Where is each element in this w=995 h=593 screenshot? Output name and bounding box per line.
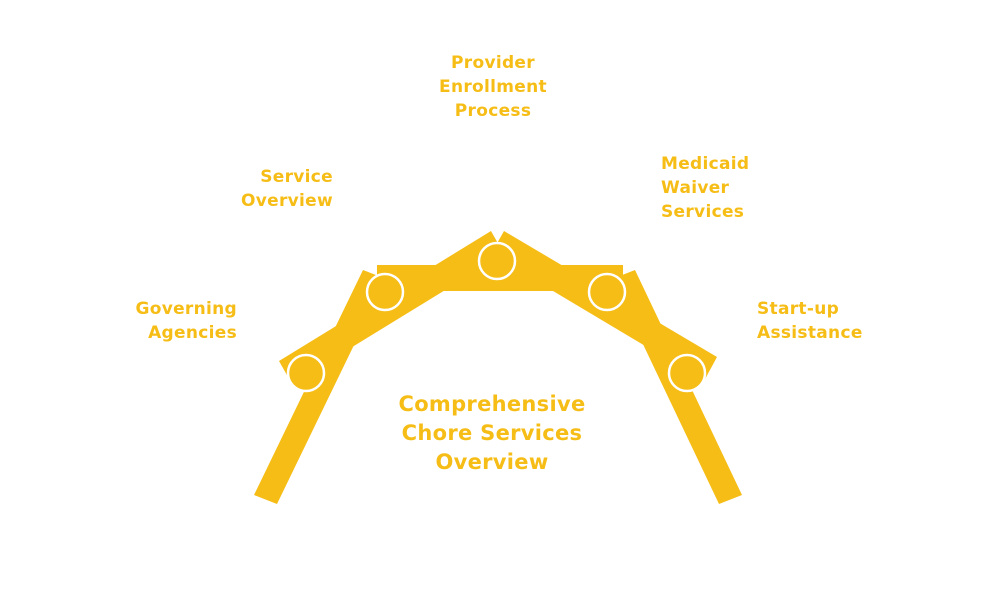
label-medicaid-waiver: Medicaid Waiver Services: [661, 154, 750, 222]
label-governing-agencies: Governing Agencies: [135, 299, 237, 343]
label-service-overview: Service Overview: [241, 167, 333, 211]
joint-startup: [667, 353, 707, 393]
label-startup-assistance: Start-up Assistance: [757, 299, 863, 343]
joint-provider: [477, 241, 517, 281]
joint-governing: [286, 353, 326, 393]
label-provider-enrollment: Provider Enrollment Process: [439, 53, 547, 121]
joint-medicaid: [587, 272, 627, 312]
joint-service: [365, 272, 405, 312]
diagram-title: Comprehensive Chore Services Overview: [398, 392, 586, 474]
